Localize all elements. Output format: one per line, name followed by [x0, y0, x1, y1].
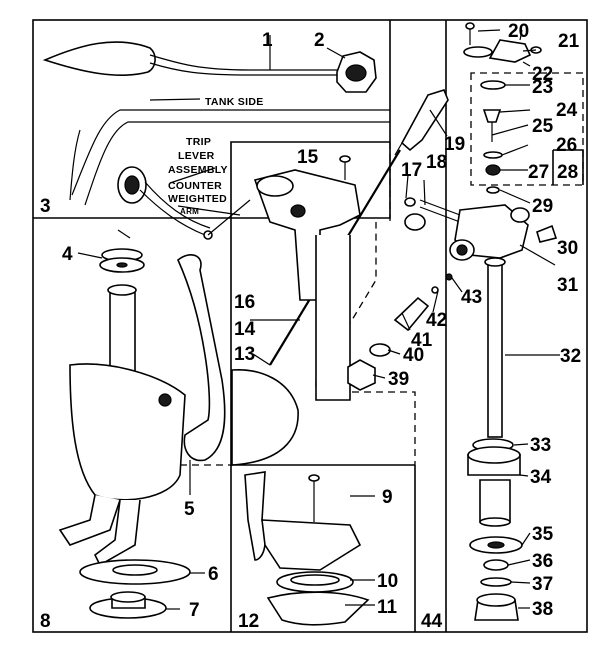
- callout-30: 30: [557, 238, 578, 259]
- overflow-tube: [107, 284, 137, 381]
- part-33-34-body: [467, 438, 521, 527]
- flush-valve-body: [58, 363, 186, 567]
- callout-34: 34: [530, 467, 552, 488]
- callout-11: 11: [377, 597, 398, 618]
- callout-37: 37: [532, 574, 553, 595]
- callout-39: 39: [388, 369, 409, 390]
- tank-side-wall: [69, 109, 390, 206]
- part-19-float-arm: [394, 89, 449, 156]
- callout-17: 17: [401, 160, 422, 181]
- callout-9: 9: [382, 487, 393, 508]
- refill-valve-block: [253, 169, 361, 401]
- caption-cw-2: WEIGHTED: [168, 193, 227, 205]
- part-23-27-stack: [480, 80, 506, 194]
- part-2-nut: [336, 51, 377, 93]
- callout-42: 42: [426, 310, 447, 331]
- part-11-base: [266, 591, 370, 626]
- caption-cw-3: ARM: [180, 207, 199, 216]
- callout-32: 32: [560, 346, 581, 367]
- part-31-valve-head: [449, 204, 530, 261]
- callout-5: 5: [184, 499, 195, 520]
- callout-20: 20: [508, 21, 529, 42]
- callout-19: 19: [444, 134, 465, 155]
- part-20-21-22-linkage: [463, 22, 542, 63]
- part-35-38-base-stack: [469, 536, 523, 621]
- callout-8: 8: [40, 611, 51, 632]
- caption-trip-2: LEVER: [178, 150, 215, 162]
- leader-lines: [77, 29, 560, 610]
- callout-27: 27: [528, 162, 549, 183]
- callout-14: 14: [234, 319, 256, 340]
- part-15-screw: [339, 155, 351, 180]
- callout-28: 28: [557, 162, 578, 183]
- callout-10: 10: [377, 571, 398, 592]
- part-10-ring: [276, 571, 354, 593]
- part-7-nut: [89, 591, 167, 619]
- callout-40: 40: [403, 345, 424, 366]
- callout-26: 26: [556, 135, 577, 156]
- callout-25: 25: [532, 116, 554, 137]
- caption-trip-3: ASSEMBLY: [168, 164, 228, 176]
- callout-41: 41: [411, 330, 433, 351]
- callout-23: 23: [532, 77, 553, 98]
- caption-tank-side: TANK SIDE: [205, 96, 264, 108]
- part-4-screw-washer: [99, 229, 145, 273]
- trip-lever-assembly: [117, 166, 251, 240]
- callout-15: 15: [297, 147, 319, 168]
- callout-2: 2: [314, 30, 325, 51]
- callout-4: 4: [62, 244, 73, 265]
- callout-44: 44: [421, 611, 443, 632]
- caption-trip-1: TRIP: [186, 136, 211, 148]
- callout-18: 18: [426, 152, 447, 173]
- frame-outer: [32, 19, 588, 633]
- callout-35: 35: [532, 524, 554, 545]
- callout-12: 12: [238, 611, 259, 632]
- callout-21: 21: [558, 31, 580, 52]
- callout-22: 22: [532, 64, 553, 85]
- callout-6: 6: [208, 564, 219, 585]
- callout-33: 33: [530, 435, 551, 456]
- callout-13: 13: [234, 344, 255, 365]
- callout-29: 29: [532, 196, 553, 217]
- callout-24: 24: [556, 100, 578, 121]
- part-32-tube: [484, 257, 506, 438]
- part-9-valve: [244, 471, 362, 571]
- callout-31: 31: [557, 275, 579, 296]
- part-17-18-pin: [404, 197, 461, 231]
- callout-3: 3: [40, 196, 51, 217]
- callout-7: 7: [189, 600, 200, 621]
- part-6-gasket: [79, 559, 191, 585]
- callout-1: 1: [262, 30, 273, 51]
- part-1-handle: [42, 41, 340, 77]
- callout-16: 16: [234, 292, 255, 313]
- callout-36: 36: [532, 551, 553, 572]
- callout-43: 43: [461, 287, 482, 308]
- frame-panel-8-12: [180, 464, 416, 632]
- part-5-flapper-chain: [177, 254, 226, 462]
- frame-panel-28: [470, 72, 584, 186]
- part-13-bowl: [231, 369, 299, 466]
- part-39-43-fittings: [347, 273, 453, 391]
- callout-38: 38: [532, 599, 553, 620]
- caption-cw-1: COUNTER: [168, 180, 222, 192]
- part-30-cap: [536, 224, 558, 243]
